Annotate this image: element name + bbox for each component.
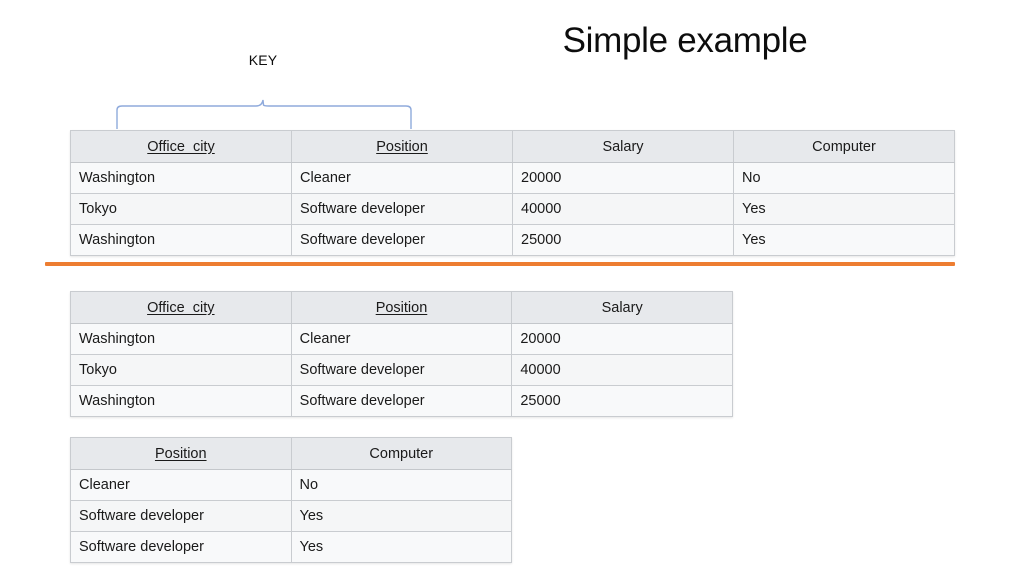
table-header-row: Office_city Position Salary Computer — [70, 130, 955, 163]
table-cell: Tokyo — [70, 354, 292, 386]
key-annotation-label: KEY — [248, 52, 278, 68]
column-header-label: Position — [154, 445, 207, 462]
table-cell: 40000 — [512, 193, 734, 225]
table-cell: 40000 — [511, 354, 733, 386]
column-header-computer[interactable]: Computer — [290, 437, 512, 470]
section-divider — [45, 262, 955, 266]
table-cell: Cleaner — [291, 162, 513, 194]
table-cell: Washington — [70, 162, 292, 194]
table-cell: 25000 — [511, 385, 733, 417]
column-header-label: Position — [375, 299, 428, 316]
table-cell: Yes — [733, 193, 955, 225]
column-header-label: Computer — [812, 138, 876, 155]
table-cell: Washington — [70, 323, 292, 355]
column-header-position[interactable]: Position — [291, 130, 513, 163]
table-cell: Yes — [290, 531, 512, 563]
table-cell: Yes — [733, 224, 955, 256]
table-cell: 25000 — [512, 224, 734, 256]
table-cell: Washington — [70, 385, 292, 417]
column-header-position[interactable]: Position — [70, 437, 292, 470]
column-header-office-city[interactable]: Office_city — [70, 291, 292, 324]
column-header-label: Office_city — [147, 299, 215, 316]
table-cell: Software developer — [290, 385, 513, 417]
table-cell: No — [733, 162, 955, 194]
table-cell: 20000 — [511, 323, 733, 355]
column-header-label: Salary — [602, 138, 644, 155]
table-cell: Software developer — [291, 224, 513, 256]
column-header-label: Office_city — [147, 138, 215, 155]
key-brace-icon — [116, 99, 412, 129]
column-header-office-city[interactable]: Office_city — [70, 130, 292, 163]
table-cell: Software developer — [290, 354, 513, 386]
column-header-salary[interactable]: Salary — [511, 291, 733, 324]
column-header-label: Computer — [369, 445, 434, 462]
table-cell: Software developer — [291, 193, 513, 225]
table-cell: Software developer — [70, 500, 292, 532]
column-header-salary[interactable]: Salary — [512, 130, 734, 163]
table-cell: Yes — [290, 500, 512, 532]
table-cell: Software developer — [70, 531, 292, 563]
column-header-position[interactable]: Position — [290, 291, 513, 324]
table-cell: 20000 — [512, 162, 734, 194]
table-joined: Office_city Position Salary Computer Washin… — [70, 130, 955, 256]
table-header-row: Position Computer — [70, 437, 512, 470]
column-header-computer[interactable]: Computer — [733, 130, 955, 163]
table-header-row: Office_city Position Salary — [70, 291, 733, 324]
column-header-label: Salary — [601, 299, 643, 316]
table-cell: No — [290, 469, 512, 501]
table-cell: Cleaner — [70, 469, 292, 501]
table-cell: Cleaner — [290, 323, 513, 355]
page-title: Simple example — [562, 21, 808, 60]
table-cell: Tokyo — [70, 193, 292, 225]
column-header-label: Position — [376, 138, 428, 155]
table-cell: Washington — [70, 224, 292, 256]
